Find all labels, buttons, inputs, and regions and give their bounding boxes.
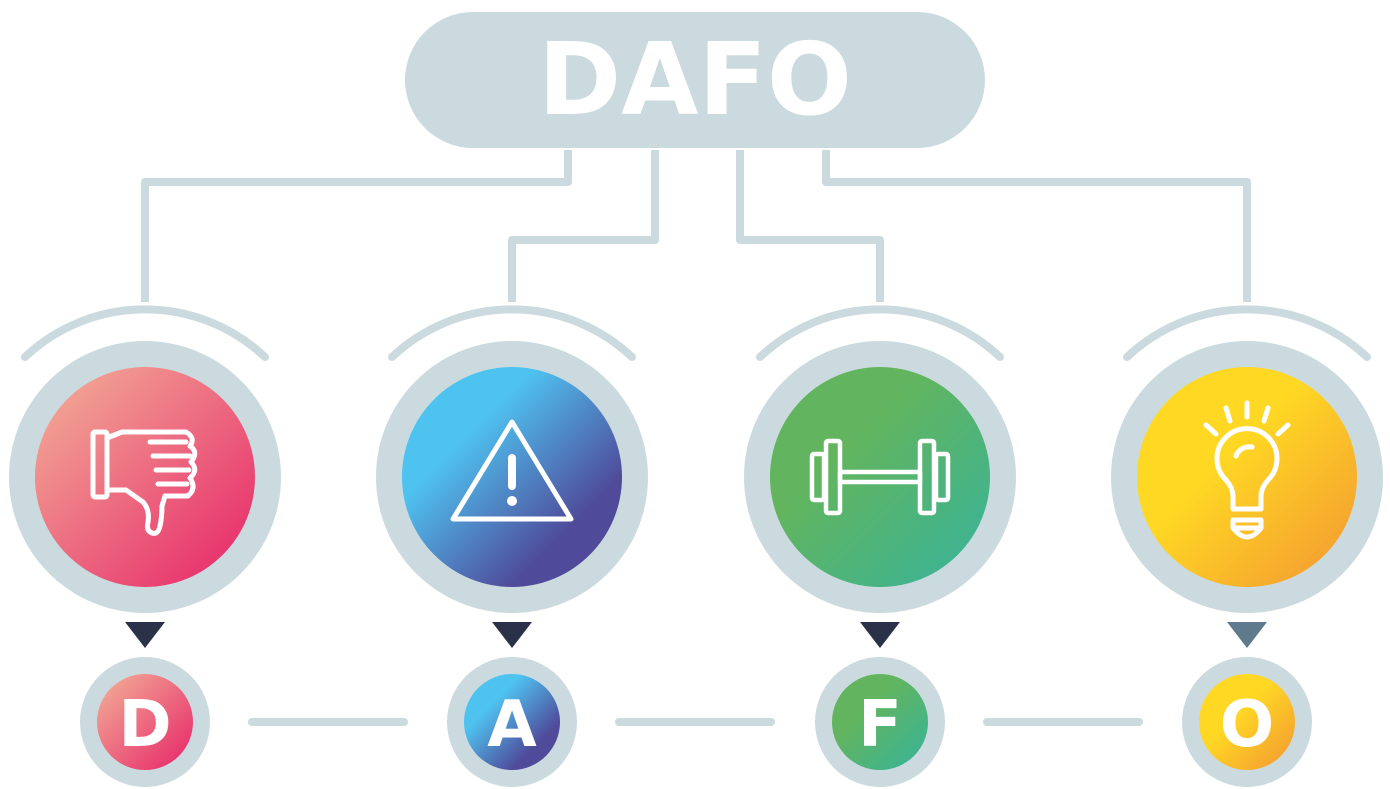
item-disc <box>35 367 255 587</box>
item-letter: O <box>1220 688 1274 762</box>
item-letter: F <box>858 688 902 762</box>
connector-line-d <box>141 150 572 302</box>
dafo-item-d: D <box>9 305 281 787</box>
item-disc <box>770 367 990 587</box>
item-arc <box>756 305 1004 361</box>
thumbs-down-icon <box>90 429 198 536</box>
dafo-item-a: A <box>376 305 648 787</box>
item-arc <box>21 305 269 361</box>
connector-line-a <box>508 150 659 302</box>
letter-disc <box>97 674 193 770</box>
dumbbell-icon <box>809 438 951 516</box>
warning-icon <box>450 419 574 522</box>
down-pointer <box>860 622 900 648</box>
letter-disc <box>464 674 560 770</box>
down-pointer <box>492 622 532 648</box>
connector-line-f <box>736 150 884 302</box>
item-letter: A <box>487 688 537 762</box>
lightbulb-icon <box>1203 400 1291 540</box>
down-pointer <box>125 622 165 648</box>
dafo-item-o: O <box>1111 305 1383 787</box>
item-arc <box>1123 305 1371 361</box>
item-letter: D <box>118 688 171 762</box>
item-arc <box>388 305 636 361</box>
item-disc <box>1137 367 1357 587</box>
diagram-title: DAFO <box>538 21 852 138</box>
letter-disc <box>1199 674 1295 770</box>
down-pointer <box>1227 622 1267 648</box>
connector-lines <box>141 150 1251 302</box>
dafo-item-f: F <box>744 305 1016 787</box>
title-pill: DAFO <box>405 12 985 148</box>
letter-disc <box>832 674 928 770</box>
connector-line-o <box>822 150 1251 302</box>
